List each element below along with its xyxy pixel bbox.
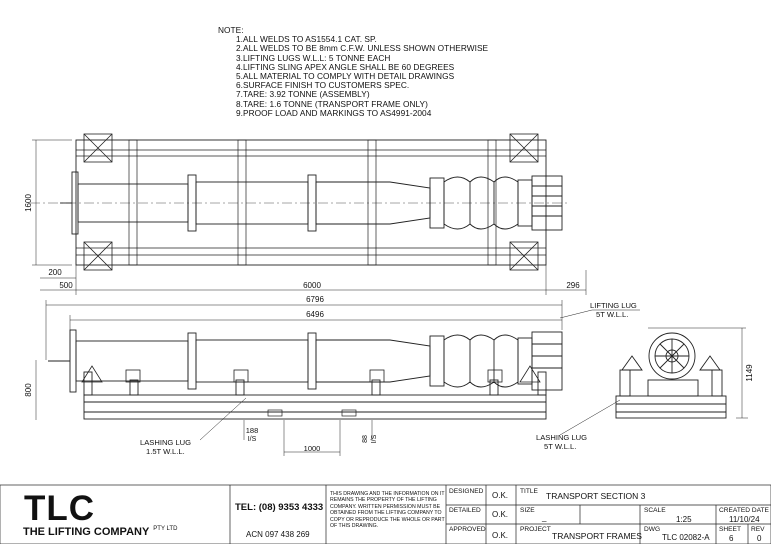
plan-length-dim: 6000: [303, 281, 321, 290]
plan-right-dim: 296: [566, 281, 580, 290]
end-height-dim: 1149: [745, 364, 754, 382]
title-value: TRANSPORT SECTION 3: [546, 491, 646, 501]
lashing-lug-small-title: LASHING LUG: [140, 438, 192, 447]
is-tag-left: I/S: [248, 436, 257, 443]
lashing-lug-small-wll: 1.5T W.L.L.: [146, 447, 185, 456]
elev-overall-dim: 6796: [306, 295, 324, 304]
lug-offset-188: 188: [246, 426, 259, 435]
title-block-grid: [0, 484, 771, 544]
plan-view: 1600 200 500 6000 296: [24, 133, 587, 295]
elev-length-dim: 6496: [306, 310, 324, 319]
elev-pipe: [48, 329, 563, 393]
plan-dimensions: [32, 139, 587, 295]
lifting-lug-callout-title: LIFTING LUG: [590, 301, 637, 310]
note-item: 6.SURFACE FINISH TO CUSTOMERS SPEC.: [236, 80, 410, 91]
end-view: 1149: [615, 327, 754, 419]
plan-left-dim: 500: [59, 281, 73, 290]
plan-offset-dim: 200: [48, 268, 62, 277]
sheet-label: SHEET: [719, 526, 741, 533]
telephone: TEL: (08) 9353 4333: [235, 502, 324, 513]
size-value: _: [542, 513, 547, 522]
lug-spacing-dim: 1000: [304, 444, 321, 453]
scale-label: SCALE: [644, 507, 666, 514]
created-date-label: CREATED DATE: [719, 507, 769, 514]
plan-height-dim: 1600: [24, 194, 33, 212]
pty-ltd: PTY LTD: [153, 526, 178, 533]
company-name-text: THE LIFTING COMPANY: [23, 526, 150, 538]
sheet-value: 6: [729, 534, 734, 543]
plan-corner-lugs: [83, 133, 539, 271]
note-item: 2.ALL WELDS TO BE 8mm C.F.W. UNLESS SHOW…: [236, 43, 489, 54]
project-label: PROJECT: [520, 526, 551, 533]
elev-height-dim: 800: [24, 383, 33, 397]
title-label: TITLE: [520, 488, 538, 495]
designed-label: DESIGNED: [449, 488, 484, 495]
detailed-value: O.K.: [492, 510, 509, 519]
notes-heading: NOTE:: [218, 25, 244, 35]
lashing-lug-large-title: LASHING LUG: [536, 433, 588, 442]
size-label: SIZE: [520, 507, 535, 514]
rev-value: 0: [757, 534, 762, 543]
scale-value: 1:25: [676, 515, 692, 524]
detailed-label: DETAILED: [449, 507, 481, 514]
note-item: 8.TARE: 1.6 TONNE (TRANSPORT FRAME ONLY): [236, 98, 428, 109]
note-item: 3.LIFTING LUGS W.L.L: 5 TONNE EACH: [236, 52, 391, 63]
acn-number: ACN 097 438 269: [246, 530, 310, 539]
lifting-lug-callout-wll: 5T W.L.L.: [596, 310, 629, 319]
side-elevation: 6796 6496 800: [24, 295, 640, 456]
note-item: 5.ALL MATERIAL TO COMPLY WITH DETAIL DRA…: [236, 71, 455, 82]
lashing-lug-large-wll: 5T W.L.L.: [544, 442, 577, 451]
project-value: TRANSPORT FRAMES: [552, 531, 642, 541]
note-item: 9.PROOF LOAD AND MARKINGS TO AS4991-2004: [236, 107, 432, 118]
lug-offset-88: 88: [362, 435, 369, 443]
note-item: 7.TARE: 3.92 TONNE (ASSEMBLY): [236, 89, 370, 100]
notes-block: NOTE: 1.ALL WELDS TO AS1554.1 CAT. SP. 2…: [218, 25, 489, 118]
approved-value: O.K.: [492, 531, 509, 540]
note-item: 4.LIFTING SLING APEX ANGLE SHALL BE 60 D…: [236, 61, 455, 72]
note-item: 1.ALL WELDS TO AS1554.1 CAT. SP.: [236, 34, 377, 45]
disclaimer: THIS DRAWING AND THE INFORMATION ON IT R…: [330, 491, 445, 530]
dwg-value: TLC 02082-A: [662, 533, 710, 542]
brand-logo: TLC: [24, 489, 96, 528]
is-tag-right: I/S: [371, 434, 378, 443]
rev-label: REV: [751, 526, 765, 533]
dwg-label: DWG: [644, 526, 661, 533]
designed-value: O.K.: [492, 491, 509, 500]
created-date-value: 11/10/24: [729, 515, 760, 524]
approved-label: APPROVED: [449, 526, 486, 533]
